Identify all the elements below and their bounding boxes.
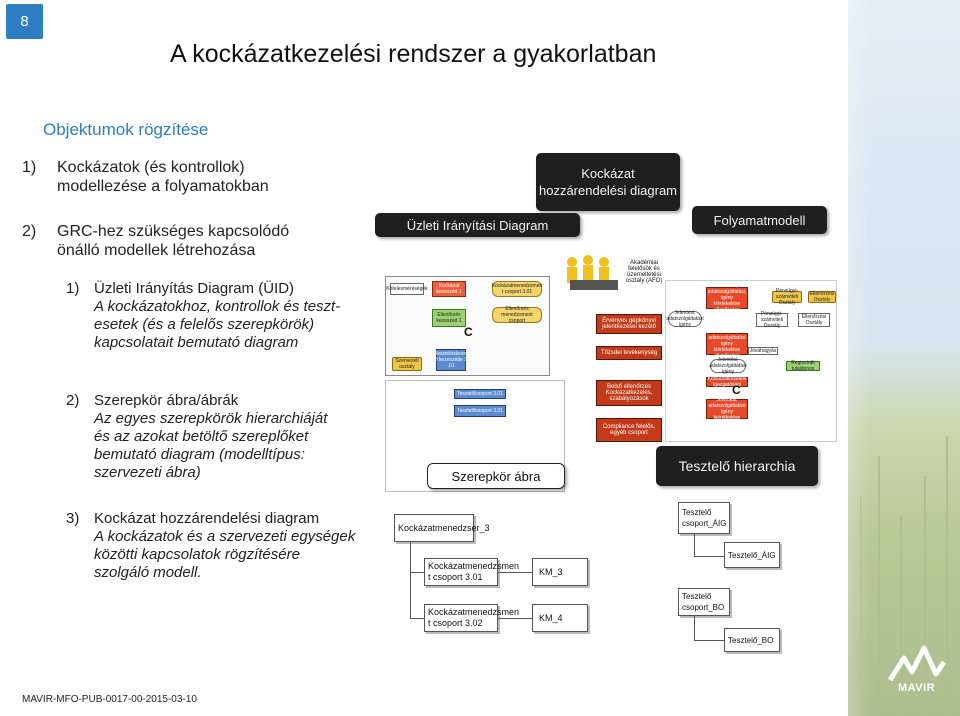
role-chart-diagram: Tesztelőcsoport 3.01 Tesztelőcsoport 3.0… xyxy=(385,380,565,492)
uid-test-node: Teszteléskezel ő kezeszéde 1 .01 xyxy=(434,349,468,371)
ra-connector xyxy=(410,542,411,618)
tester-node: Jóváhagyás xyxy=(748,347,778,355)
ra-root-node: Kockázatmenedzser_3 xyxy=(394,514,490,542)
tester-assignment-diagram: Tesztelő csoport_ÁIG Tesztelő_ÁIG Teszte… xyxy=(670,496,790,656)
mavir-logo-icon xyxy=(887,645,947,682)
risk-assignment-diagram: Kockázatmenedzser_3 Kockázatmenedzsmen t… xyxy=(390,500,640,640)
ra-connector xyxy=(410,572,424,573)
ta-connector xyxy=(694,616,695,640)
role-node: Compliance felelős, egyéb csoport xyxy=(596,418,662,442)
uid-c-mark: C xyxy=(464,325,473,339)
role-chart-label: Szerepkör ábra xyxy=(427,463,565,489)
document-id: MAVIR-MFO-PUB-0017-00-2015-03-10 xyxy=(22,694,197,705)
section-heading: Üzleti Irányítás Diagram (ÜID) xyxy=(94,280,295,297)
role-hierarchy-graphic: Akadémiai felelősök és üzemeltetési oszt… xyxy=(560,252,670,452)
uid-org-unit-node: Szervezeti osztály xyxy=(392,357,422,371)
ra-connector xyxy=(498,572,532,573)
section-description: A kockázatok és a szervezeti egységek kö… xyxy=(94,528,356,581)
tester-node: Jelentési, adatszolgáltatási igény xyxy=(666,310,704,328)
page-title: A kockázatkezelési rendszer a gyakorlatb… xyxy=(170,40,657,68)
ra-connector xyxy=(498,618,532,619)
section-description: A kockázatokhoz, kontrollok és teszt-ese… xyxy=(94,298,341,351)
section-number: 2) xyxy=(66,392,80,409)
tester-node: Ellenőrzési Osztály xyxy=(798,313,830,327)
ra-risk-node: KM_3 xyxy=(532,558,588,586)
uid-risk-node: Kockázat kezeszéd 1 xyxy=(432,281,466,297)
page-number-badge: 8 xyxy=(6,4,43,39)
uid-risk-manager-node: Kockázatmenedzsmen t csoport 3.01 xyxy=(491,281,543,297)
uid-goal-node: Kötelesméréségek xyxy=(386,283,428,295)
ra-risk-node: KM_4 xyxy=(532,604,588,632)
tester-node: Jelentési, adatszolgáltatási igény kiért… xyxy=(706,397,748,421)
ta-connector xyxy=(694,640,724,641)
ra-group-node: Kockázatmenedzsmen t csoport 3.01 xyxy=(424,558,519,586)
role-node: Tesztelőcsoport 3.01 xyxy=(454,405,506,417)
uid-label: Üzleti Irányítási Diagram xyxy=(375,213,580,237)
ra-group-node: Kockázatmenedzsmen t csoport 3.02 xyxy=(424,604,519,632)
section-heading: Kockázat hozzárendelési diagram xyxy=(94,510,320,527)
people-icon xyxy=(567,255,618,290)
ta-tester-node: Tesztelő_ÁIG xyxy=(724,542,780,568)
tester-node: Ellenőrzési Osztály xyxy=(808,291,836,303)
uid-control-owner-node: Ellenőrzés menedzsment csoport xyxy=(492,306,542,324)
role-node: Belső ellenőrzés Kockázatkezelés, szabál… xyxy=(596,380,662,406)
section-uid: 1) Üzleti Irányítás Diagram (ÜID) A kock… xyxy=(66,280,386,375)
ta-group-node: Tesztelő csoport_BO xyxy=(678,588,730,616)
ra-connector xyxy=(410,618,424,619)
intro-item-number: 1) xyxy=(22,159,37,176)
tester-node: Jelentési, adatszolgáltatási igény xyxy=(709,357,747,375)
ta-connector xyxy=(694,556,724,557)
section-roles: 2) Szerepkör ábra/ábrák Az egyes szerepk… xyxy=(66,392,386,487)
tester-c-mark: C xyxy=(732,383,741,397)
ta-connector xyxy=(694,534,695,556)
ta-tester-node: Tesztelő_BO xyxy=(724,628,780,652)
role-header-label: Akadémiai felelősök és üzemeltetési oszt… xyxy=(625,260,663,284)
tester-node: Jelentési, adatszolgáltatási, igény kiér… xyxy=(706,283,748,313)
tester-hierarchy-diagram: Jelentési, adatszolgáltatási, igény kiér… xyxy=(665,280,837,442)
risk-assign-label: Kockázat hozzárendelési diagram xyxy=(536,153,680,211)
uid-diagram: Kötelesméréségek Kockázat kezeszéd 1 Koc… xyxy=(385,276,550,376)
tester-node: Regisztrált tulajdonos xyxy=(786,360,820,372)
section-number: 3) xyxy=(66,510,80,527)
role-node: Tesztelőcsoport 3.01 xyxy=(454,389,506,399)
process-model-label: Folyamatmodell xyxy=(692,206,827,234)
section-risk-assignment: 3) Kockázat hozzárendelési diagram A koc… xyxy=(66,510,396,590)
intro-item: 1) Kockázatok (és kontrollok) modellezés… xyxy=(22,158,342,198)
section-number: 1) xyxy=(66,280,80,297)
tester-hierarchy-label: Tesztelő hierarchia xyxy=(656,446,818,486)
intro-item-text: GRC-hez szükséges kapcsolódó önálló mode… xyxy=(57,223,290,259)
role-node: Érvényes gépkönyvi jelentkezései kezelő xyxy=(596,314,662,334)
section-heading: Szerepkör ábra/ábrák xyxy=(94,392,239,409)
uid-control-node: Ellenőrzés kezeszéd 1 xyxy=(432,309,466,327)
tester-node: Kockázatkezelési Igazgatósági xyxy=(706,376,748,388)
role-node: Tőzsdei tevékenység xyxy=(596,346,662,360)
section-subtitle: Objektumok rögzítése xyxy=(43,120,209,139)
intro-item-text: Kockázatok (és kontrollok) modellezése a… xyxy=(57,159,269,195)
intro-item-number: 2) xyxy=(22,223,37,240)
tester-node: Jelentési, adatszolgáltatási igény kiért… xyxy=(706,329,748,359)
section-description: Az egyes szerepkörök hierarchiáját és az… xyxy=(94,410,328,481)
intro-item: 2) GRC-hez szükséges kapcsolódó önálló m… xyxy=(22,222,342,262)
tester-node: Pénzügyi-számviteli Osztály xyxy=(756,311,788,329)
logo-text: MAVIR xyxy=(898,682,936,694)
ta-group-node: Tesztelő csoport_ÁIG xyxy=(678,502,730,534)
tester-node: Pénzügyi-számviteli Osztály xyxy=(772,288,802,306)
